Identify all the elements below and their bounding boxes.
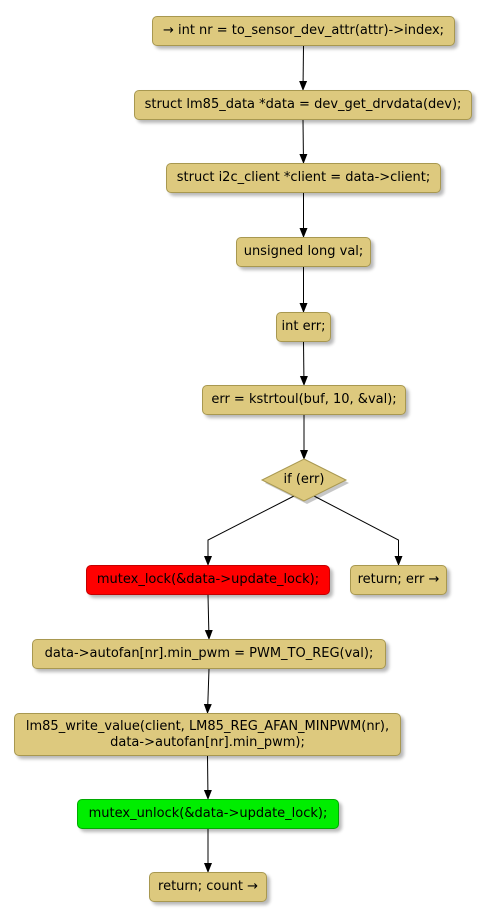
flow-node-return-count: return; count →: [149, 872, 267, 902]
flow-node-get-drvdata: struct lm85_data *data = dev_get_drvdata…: [134, 90, 472, 120]
flow-edge-n11-n12: [203, 755, 212, 800]
flow-node-assign-nr: → int nr = to_sensor_dev_attr(attr)->ind…: [152, 16, 455, 46]
flow-node-get-client: struct i2c_client *client = data->client…: [166, 163, 441, 193]
flow-edge-n2-n3: [299, 119, 308, 164]
flow-node-mutex-unlock: mutex_unlock(&data->update_lock);: [77, 799, 339, 829]
flow-node-kstrtoul: err = kstrtoul(buf, 10, &val);: [202, 385, 406, 415]
flow-edge-n8-n10: [204, 594, 213, 640]
flow-node-declare-val: unsigned long val;: [236, 237, 371, 267]
flow-node-write-value: lm85_write_value(client, LM85_REG_AFAN_M…: [14, 713, 401, 756]
flow-node-mutex-lock: mutex_lock(&data->update_lock);: [86, 565, 330, 595]
flow-node-set-min-pwm: data->autofan[nr].min_pwm = PWM_TO_REG(v…: [32, 639, 386, 669]
flow-edge-n7-n8: [204, 495, 295, 566]
flow-node-return-err: return; err →: [350, 565, 447, 595]
flow-node-declare-err: int err;: [276, 312, 331, 342]
decision-diamond: [260, 458, 348, 502]
flow-edge-n5-n6: [299, 341, 308, 386]
flow-edge-n10-n11: [203, 668, 212, 714]
flow-decision-if-err: if (err): [283, 472, 325, 487]
flow-edge-n7-n9: [313, 495, 403, 566]
flow-edge-n1-n2: [299, 45, 308, 91]
